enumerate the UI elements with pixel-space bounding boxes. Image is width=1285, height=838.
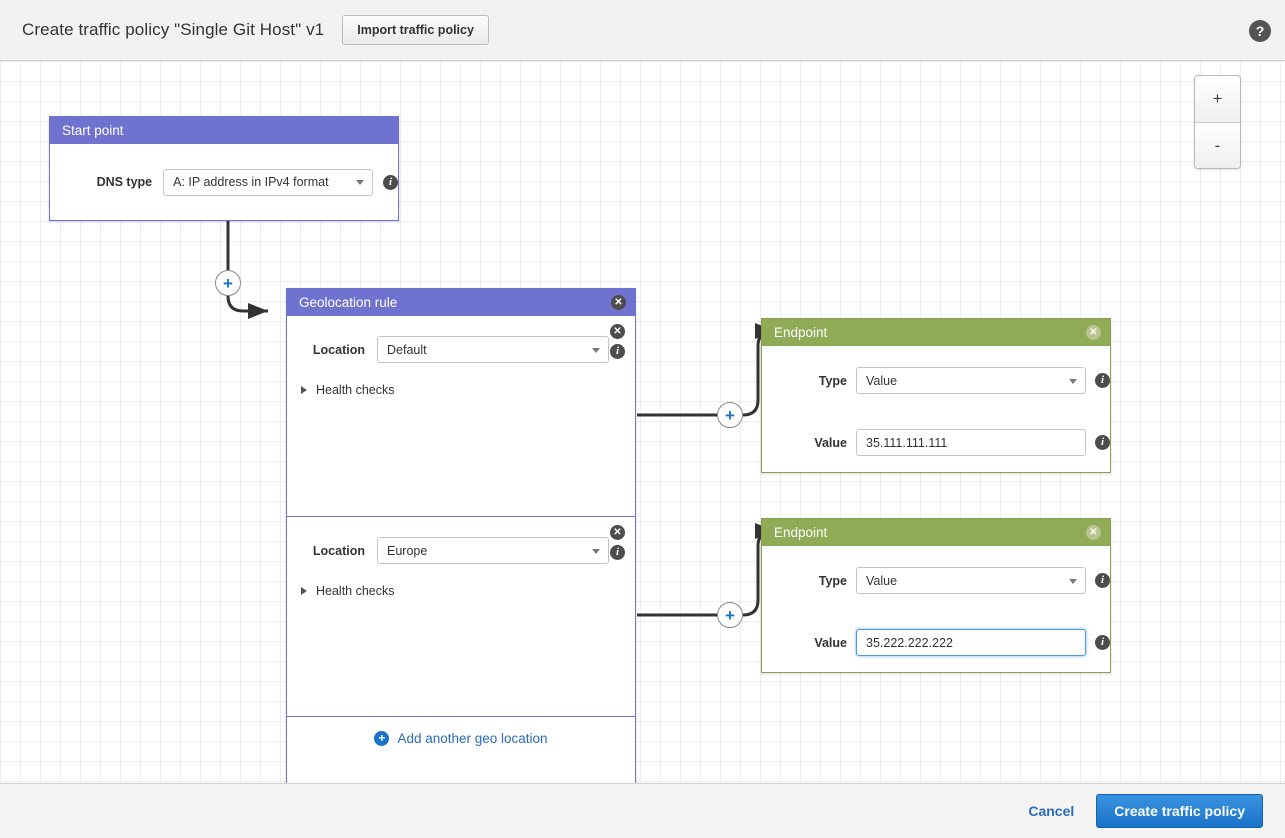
geo-location-section: ✕ i Location Europe Health checks <box>287 516 635 716</box>
endpoint-body: Type Value i Value 35.111.111.111 i <box>762 367 1110 456</box>
geolocation-rule-footer: + Add another geo location <box>287 716 635 759</box>
start-point-card: Start point DNS type A: IP address in IP… <box>49 116 399 221</box>
app-header: Create traffic policy "Single Git Host" … <box>0 0 1285 61</box>
endpoint-type-select[interactable]: Value <box>856 567 1086 594</box>
add-node-europe-branch[interactable]: + <box>717 602 743 628</box>
endpoint-type-info-icon[interactable]: i <box>1095 573 1110 588</box>
geo-section-icons: ✕ i <box>610 525 625 560</box>
health-checks-toggle-default[interactable]: Health checks <box>301 383 635 397</box>
endpoint-value-label: Value <box>814 435 847 450</box>
create-traffic-policy-button[interactable]: Create traffic policy <box>1096 794 1263 828</box>
endpoint-value-info-icon[interactable]: i <box>1095 635 1110 650</box>
help-icon[interactable]: ? <box>1249 20 1271 42</box>
endpoint-header: Endpoint ✕ <box>762 319 1110 346</box>
close-icon[interactable]: ✕ <box>1086 525 1101 540</box>
chevron-down-icon <box>592 548 600 554</box>
zoom-in-button[interactable]: + <box>1195 76 1240 122</box>
add-geo-location-label: Add another geo location <box>397 730 548 746</box>
canvas-zoom-control: + - <box>1194 75 1241 169</box>
dns-type-select[interactable]: A: IP address in IPv4 format <box>163 168 373 196</box>
endpoint-type-label: Type <box>818 373 847 388</box>
endpoint-value-text: 35.222.222.222 <box>866 635 953 650</box>
start-point-body: DNS type A: IP address in IPv4 format i <box>50 144 398 220</box>
endpoint-value-input[interactable]: 35.222.222.222 <box>856 629 1086 656</box>
dns-type-info-icon[interactable]: i <box>383 174 398 190</box>
plus-icon: + <box>374 730 390 746</box>
close-icon[interactable]: ✕ <box>610 324 625 339</box>
location-value: Default <box>387 342 427 357</box>
chevron-down-icon <box>592 347 600 353</box>
endpoint-value-info-icon[interactable]: i <box>1095 435 1110 450</box>
location-info-icon[interactable]: i <box>610 545 625 560</box>
footer-action-bar: Cancel Create traffic policy <box>0 783 1285 838</box>
chevron-down-icon <box>1069 378 1077 384</box>
endpoint-type-value: Value <box>866 573 898 588</box>
connector-lines <box>226 166 775 617</box>
policy-canvas[interactable]: + + + Start point DNS type A: IP address… <box>0 61 1285 783</box>
location-select-default[interactable]: Default <box>377 336 609 363</box>
endpoint-type-label: Type <box>818 573 847 588</box>
endpoint-type-select[interactable]: Value <box>856 367 1086 394</box>
location-select-europe[interactable]: Europe <box>377 537 609 564</box>
geolocation-rule-header: Geolocation rule ✕ <box>287 289 635 316</box>
location-value: Europe <box>387 543 428 558</box>
close-icon[interactable]: ✕ <box>611 295 626 310</box>
health-checks-label: Health checks <box>316 383 395 397</box>
endpoint-header: Endpoint ✕ <box>762 519 1110 546</box>
start-point-header: Start point <box>50 117 398 144</box>
chevron-down-icon <box>1069 578 1077 584</box>
chevron-right-icon <box>301 587 307 595</box>
endpoint-type-info-icon[interactable]: i <box>1095 373 1110 388</box>
start-point-title: Start point <box>62 123 124 138</box>
dns-type-value: A: IP address in IPv4 format <box>173 175 329 189</box>
endpoint-value-text: 35.111.111.111 <box>866 435 948 450</box>
import-traffic-policy-button[interactable]: Import traffic policy <box>342 15 489 45</box>
endpoint-value-input[interactable]: 35.111.111.111 <box>856 429 1086 456</box>
zoom-out-button[interactable]: - <box>1195 122 1240 168</box>
dns-type-label: DNS type <box>96 175 153 189</box>
health-checks-toggle-europe[interactable]: Health checks <box>301 584 635 598</box>
geo-section-icons: ✕ i <box>610 324 625 359</box>
health-checks-label: Health checks <box>316 584 395 598</box>
endpoint-card: Endpoint ✕ Type Value i Value 35.222.222… <box>761 518 1111 673</box>
close-icon[interactable]: ✕ <box>610 525 625 540</box>
close-icon[interactable]: ✕ <box>1086 325 1101 340</box>
endpoint-value-label: Value <box>814 635 847 650</box>
endpoint-body: Type Value i Value 35.222.222.222 i <box>762 567 1110 656</box>
cancel-button[interactable]: Cancel <box>1028 803 1075 819</box>
geolocation-rule-title: Geolocation rule <box>299 295 398 310</box>
add-node-default-branch[interactable]: + <box>717 402 743 428</box>
location-label: Location <box>312 342 365 357</box>
chevron-down-icon <box>356 180 364 185</box>
add-another-geo-location-button[interactable]: + Add another geo location <box>374 730 548 746</box>
geo-location-section: ✕ i Location Default Health checks <box>287 316 635 516</box>
endpoint-title: Endpoint <box>774 325 828 340</box>
add-node-after-start-point[interactable]: + <box>215 270 241 296</box>
geolocation-rule-card: Geolocation rule ✕ ✕ i Location Default … <box>286 288 636 783</box>
location-info-icon[interactable]: i <box>610 344 625 359</box>
location-label: Location <box>312 543 365 558</box>
chevron-right-icon <box>301 386 307 394</box>
endpoint-type-value: Value <box>866 373 898 388</box>
endpoint-title: Endpoint <box>774 525 828 540</box>
page-title: Create traffic policy "Single Git Host" … <box>22 20 325 39</box>
endpoint-card: Endpoint ✕ Type Value i Value 35.111.111… <box>761 318 1111 473</box>
